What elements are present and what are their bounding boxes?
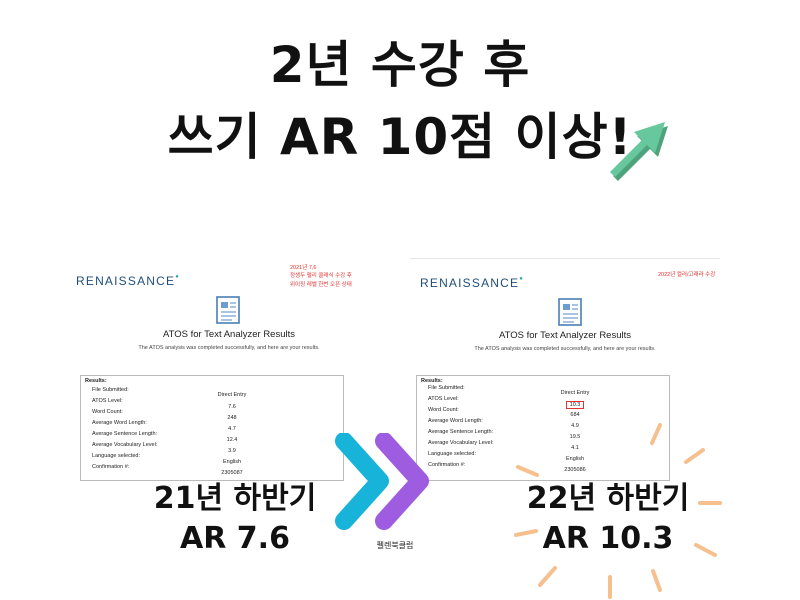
renaissance-logo: RENAISSANCE● [76,274,181,288]
renaissance-logo: RENAISSANCE● [420,276,525,290]
left-period-label: 21년 하반기 [153,481,317,516]
red-note: 2021년 7,6 정생두 펄리 클래식 수강 후 위이징 레벨 한번 오픈 상… [290,265,352,288]
entry-type: Direct Entry [560,390,590,396]
headline-line-1: 2년 수강 후 [269,36,531,94]
right-score-label: AR 10.3 [542,521,674,556]
result-row: ATOS Level:10.3 [417,396,669,409]
result-row: Average Sentence Length:12.4 [92,431,238,443]
left-score-label: AR 7.6 [180,521,290,556]
result-row: File Submitted: [428,385,465,391]
document-icon [558,298,582,326]
document-icon [216,296,240,324]
results-label: Results: [421,378,443,384]
red-note: 2022년 컬러/고래라 수강 [658,272,716,278]
result-row: Average Word Length:4.7 [92,420,236,432]
result-row: Word Count:684 [428,407,580,418]
result-row: Average Word Length:4.9 [428,418,579,429]
emphasis-burst [514,423,722,599]
result-row: File Submitted: [92,387,129,393]
report-title: ATOS for Text Analyzer Results [163,329,295,340]
results-panel: Results: Direct Entry File Submitted: AT… [80,375,344,481]
result-row: Language selected:English [92,453,242,465]
report-subtitle: The ATOS analysis was completed successf… [138,345,320,351]
double-chevron-right-icon [335,433,429,530]
left-report-card: RENAISSANCE● 2021년 7,6 정생두 펄리 클래식 수강 후 위… [68,255,390,483]
right-period-label: 22년 하반기 [526,481,690,516]
result-row: Average Sentence Length:19.5 [428,429,581,440]
result-row: ATOS Level:7.6 [92,398,236,410]
result-row: Average Vocabulary Level:3.9 [92,442,236,454]
results-panel: Results: Direct Entry File Submitted: AT… [416,375,670,481]
up-right-arrow-icon [610,122,668,181]
report-title: ATOS for Text Analyzer Results [499,330,631,341]
result-row: Confirmation #:2305087 [92,464,243,476]
right-report-card: RENAISSANCE● 2022년 컬러/고래라 수강 ATOS for Te… [410,258,720,484]
result-row: Language selected:English [428,451,585,462]
results-label: Results: [85,378,107,384]
headline-line-2: 쓰기 AR 10점 이상! [167,108,633,166]
watermark: 펠렌북클럽 [376,541,414,550]
report-subtitle: The ATOS analysis was completed successf… [474,346,656,352]
result-row: Confirmation #:2305086 [428,462,586,473]
result-row: Word Count:248 [92,409,237,421]
highlighted-atos-level: 10.3 [565,401,585,409]
result-row: Average Vocabulary Level:4.1 [428,440,579,451]
entry-type: Direct Entry [217,392,247,398]
